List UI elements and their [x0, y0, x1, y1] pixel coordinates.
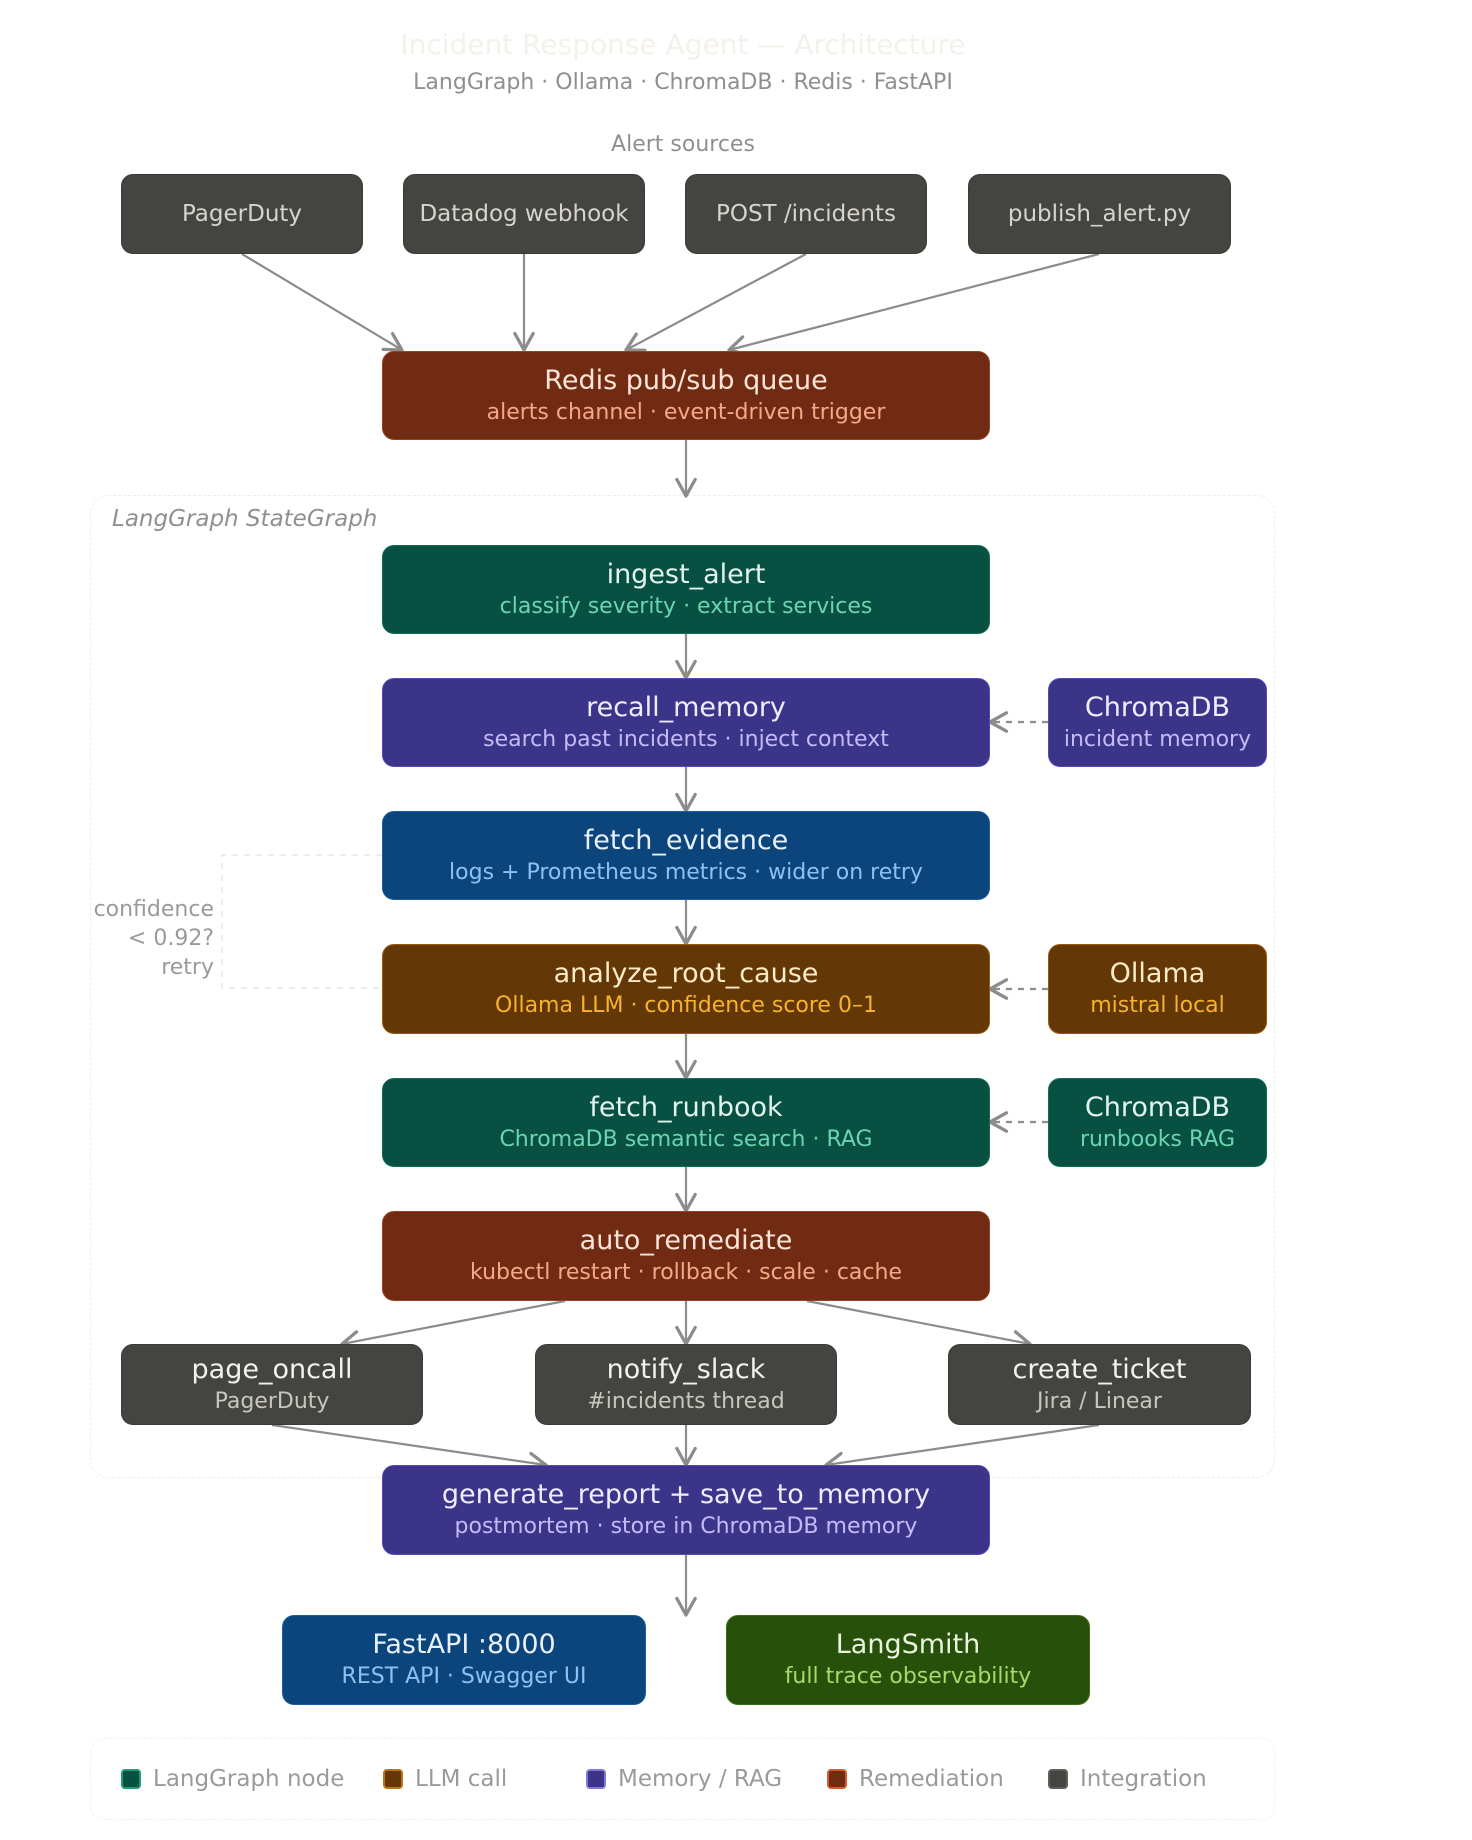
fetch-evidence-node: fetch_evidence logs + Prometheus metrics…: [382, 811, 990, 900]
auto-remediate-title: auto_remediate: [579, 1225, 793, 1256]
edge-post-queue: [624, 253, 807, 352]
ollama-node: Ollama mistral local: [1048, 944, 1267, 1034]
recall-memory-subtitle: search past incidents · inject context: [483, 726, 889, 752]
legend-item-integration: Integration: [1048, 1766, 1207, 1792]
generate-report-subtitle: postmortem · store in ChromaDB memory: [454, 1514, 918, 1539]
ingest-alert-subtitle: classify severity · extract services: [499, 593, 873, 619]
ollama-title: Ollama: [1109, 958, 1206, 989]
fastapi-subtitle: REST API · Swagger UI: [341, 1664, 587, 1689]
edge-publish-queue: [727, 252, 1100, 357]
redis-queue-node: Redis pub/sub queue alerts channel · eve…: [382, 351, 990, 440]
source-publish-alert: publish_alert.py: [968, 174, 1231, 254]
ollama-subtitle: mistral local: [1090, 993, 1225, 1018]
langsmith-title: LangSmith: [835, 1629, 981, 1660]
legend-swatch-memory: [586, 1769, 606, 1789]
create-ticket-subtitle: Jira / Linear: [1037, 1388, 1162, 1414]
chromadb-memory-subtitle: incident memory: [1063, 726, 1252, 752]
source-pagerduty: PagerDuty: [121, 174, 363, 254]
alert-sources-label: Alert sources: [611, 132, 755, 157]
source-datadog-webhook: Datadog webhook: [403, 174, 645, 254]
notify-slack-subtitle: #incidents thread: [587, 1388, 785, 1414]
legend-swatch-llm: [383, 1769, 403, 1789]
legend-label-langgraph: LangGraph node: [153, 1766, 345, 1792]
ingest-alert-node: ingest_alert classify severity · extract…: [382, 545, 990, 634]
source-datadog-label: Datadog webhook: [419, 201, 629, 227]
retry-line-1: confidence: [93, 897, 214, 922]
page-oncall-title: page_oncall: [191, 1353, 353, 1385]
redis-queue-subtitle: alerts channel · event-driven trigger: [486, 399, 886, 425]
stategraph-label: LangGraph StateGraph: [112, 506, 378, 532]
source-post-incidents: POST /incidents: [685, 174, 927, 254]
analyze-root-cause-subtitle: Ollama LLM · confidence score 0–1: [495, 993, 877, 1018]
chromadb-runbooks-subtitle: runbooks RAG: [1079, 1126, 1236, 1152]
ingest-alert-title: ingest_alert: [606, 558, 766, 590]
notify-slack-title: notify_slack: [606, 1353, 766, 1385]
create-ticket-node: create_ticket Jira / Linear: [948, 1344, 1251, 1425]
legend-label-integration: Integration: [1080, 1766, 1207, 1792]
fetch-evidence-subtitle: logs + Prometheus metrics · wider on ret…: [449, 859, 923, 885]
chromadb-memory-title: ChromaDB: [1084, 691, 1231, 723]
legend-label-remediation: Remediation: [859, 1766, 1004, 1792]
chromadb-runbooks-title: ChromaDB: [1084, 1091, 1231, 1123]
retry-condition-label: confidence < 0.92? retry: [74, 895, 214, 982]
page-oncall-subtitle: PagerDuty: [214, 1388, 330, 1414]
analyze-root-cause-title: analyze_root_cause: [553, 958, 819, 989]
generate-report-node: generate_report + save_to_memory postmor…: [382, 1465, 990, 1555]
legend-item-langgraph-node: LangGraph node: [121, 1766, 344, 1792]
source-pagerduty-label: PagerDuty: [181, 201, 303, 227]
recall-memory-title: recall_memory: [586, 691, 786, 723]
diagram-title: Incident Response Agent — Architecture: [400, 28, 966, 61]
diagram-subtitle: LangGraph · Ollama · ChromaDB · Redis · …: [413, 70, 953, 95]
auto-remediate-subtitle: kubectl restart · rollback · scale · cac…: [470, 1260, 902, 1285]
retry-line-2: < 0.92?: [127, 926, 214, 951]
fastapi-title: FastAPI :8000: [372, 1629, 556, 1660]
legend-item-remediation: Remediation: [827, 1766, 1004, 1792]
auto-remediate-node: auto_remediate kubectl restart · rollbac…: [382, 1211, 990, 1301]
fetch-runbook-node: fetch_runbook ChromaDB semantic search ·…: [382, 1078, 990, 1167]
legend-item-llm-call: LLM call: [383, 1766, 507, 1792]
langsmith-node: LangSmith full trace observability: [726, 1615, 1090, 1705]
legend-label-memory: Memory / RAG: [618, 1766, 783, 1792]
legend-swatch-langgraph: [121, 1769, 141, 1789]
notify-slack-node: notify_slack #incidents thread: [535, 1344, 837, 1425]
source-publish-label: publish_alert.py: [1007, 201, 1192, 227]
edge-pagerduty-queue: [241, 253, 404, 352]
langsmith-subtitle: full trace observability: [784, 1664, 1032, 1689]
redis-queue-title: Redis pub/sub queue: [544, 364, 828, 396]
legend-swatch-remediation: [827, 1769, 847, 1789]
fetch-runbook-subtitle: ChromaDB semantic search · RAG: [499, 1126, 873, 1152]
fetch-runbook-title: fetch_runbook: [589, 1091, 783, 1123]
chromadb-runbooks-node: ChromaDB runbooks RAG: [1048, 1078, 1267, 1167]
legend: [90, 1738, 1275, 1820]
legend-item-memory-rag: Memory / RAG: [586, 1766, 782, 1792]
retry-line-3: retry: [161, 955, 214, 980]
page-oncall-node: page_oncall PagerDuty: [121, 1344, 423, 1425]
source-post-label: POST /incidents: [715, 201, 896, 227]
legend-label-llm: LLM call: [415, 1766, 508, 1792]
fetch-evidence-title: fetch_evidence: [583, 824, 789, 856]
chromadb-memory-node: ChromaDB incident memory: [1048, 678, 1267, 767]
create-ticket-title: create_ticket: [1012, 1353, 1187, 1385]
analyze-root-cause-node: analyze_root_cause Ollama LLM · confiden…: [382, 944, 990, 1034]
generate-report-title: generate_report + save_to_memory: [441, 1479, 931, 1510]
legend-swatch-integration: [1048, 1769, 1068, 1789]
recall-memory-node: recall_memory search past incidents · in…: [382, 678, 990, 767]
fastapi-node: FastAPI :8000 REST API · Swagger UI: [282, 1615, 646, 1705]
